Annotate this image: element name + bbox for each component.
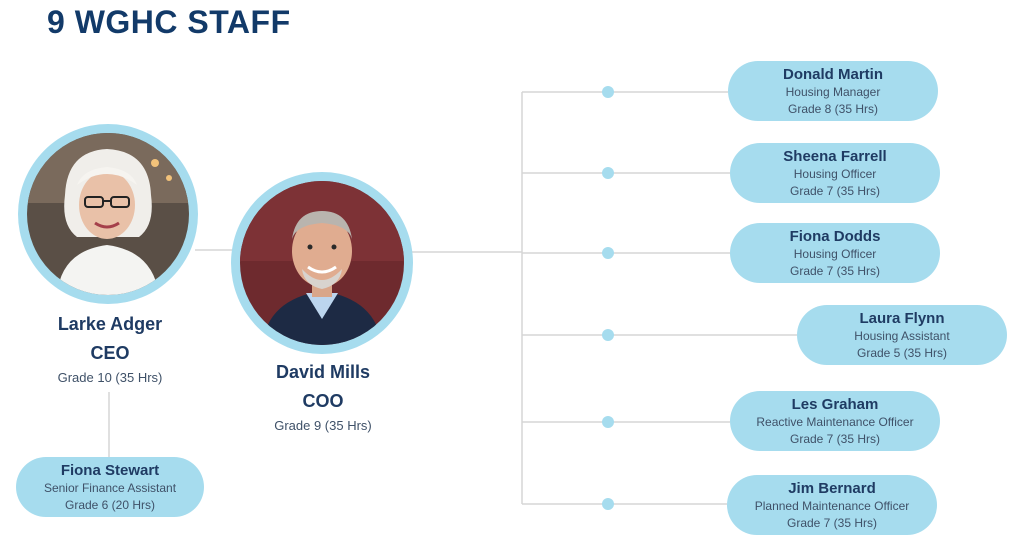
staff-grade: Grade 7 (35 Hrs) (789, 432, 881, 446)
staff-card-donald-martin[interactable]: Donald Martin Housing Manager Grade 8 (3… (728, 61, 938, 121)
ceo-grade: Grade 10 (35 Hrs) (57, 370, 163, 385)
staff-card-fiona-dodds[interactable]: Fiona Dodds Housing Officer Grade 7 (35 … (730, 223, 940, 283)
finance-name: Fiona Stewart (60, 462, 160, 479)
ceo-role: CEO (90, 343, 130, 363)
coo-role: COO (302, 391, 344, 411)
staff-role: Housing Officer (793, 247, 877, 261)
coo-grade: Grade 9 (35 Hrs) (274, 418, 372, 433)
finance-role: Senior Finance Assistant (43, 481, 177, 495)
staff-name: Laura Flynn (859, 310, 945, 327)
staff-card-les-graham[interactable]: Les Graham Reactive Maintenance Officer … (730, 391, 940, 451)
staff-grade: Grade 7 (35 Hrs) (789, 264, 881, 278)
staff-grade: Grade 7 (35 Hrs) (786, 516, 878, 530)
staff-name: Fiona Dodds (789, 228, 881, 245)
staff-role: Planned Maintenance Officer (754, 499, 910, 513)
staff-card-laura-flynn[interactable]: Laura Flynn Housing Assistant Grade 5 (3… (797, 305, 1007, 365)
branch-dot (602, 247, 614, 259)
staff-grade: Grade 5 (35 Hrs) (856, 346, 948, 360)
ceo-photo (18, 124, 198, 304)
man-portrait-icon (240, 181, 404, 345)
staff-name: Les Graham (791, 396, 879, 413)
staff-grade: Grade 7 (35 Hrs) (789, 184, 881, 198)
coo-photo (231, 172, 413, 354)
staff-role: Housing Manager (785, 85, 881, 99)
finance-card[interactable]: Fiona Stewart Senior Finance Assistant G… (16, 457, 204, 517)
staff-role: Reactive Maintenance Officer (756, 415, 914, 429)
staff-name: Sheena Farrell (783, 148, 887, 165)
branch-dot (602, 498, 614, 510)
branch-dot (602, 167, 614, 179)
branch-dot (602, 86, 614, 98)
staff-name: Donald Martin (783, 66, 883, 83)
ceo-name: Larke Adger (57, 314, 163, 334)
staff-name: Jim Bernard (788, 480, 876, 497)
staff-role: Housing Assistant (854, 329, 950, 343)
staff-grade: Grade 8 (35 Hrs) (787, 102, 879, 116)
page-title: 9 WGHC STAFF (47, 4, 291, 40)
staff-card-sheena-farrell[interactable]: Sheena Farrell Housing Officer Grade 7 (… (730, 143, 940, 203)
branch-dot (602, 329, 614, 341)
coo-name: David Mills (275, 362, 371, 382)
branch-dot (602, 416, 614, 428)
staff-card-jim-bernard[interactable]: Jim Bernard Planned Maintenance Officer … (727, 475, 937, 535)
staff-role: Housing Officer (793, 167, 877, 181)
woman-portrait-icon (27, 133, 189, 295)
finance-grade: Grade 6 (20 Hrs) (64, 498, 156, 512)
